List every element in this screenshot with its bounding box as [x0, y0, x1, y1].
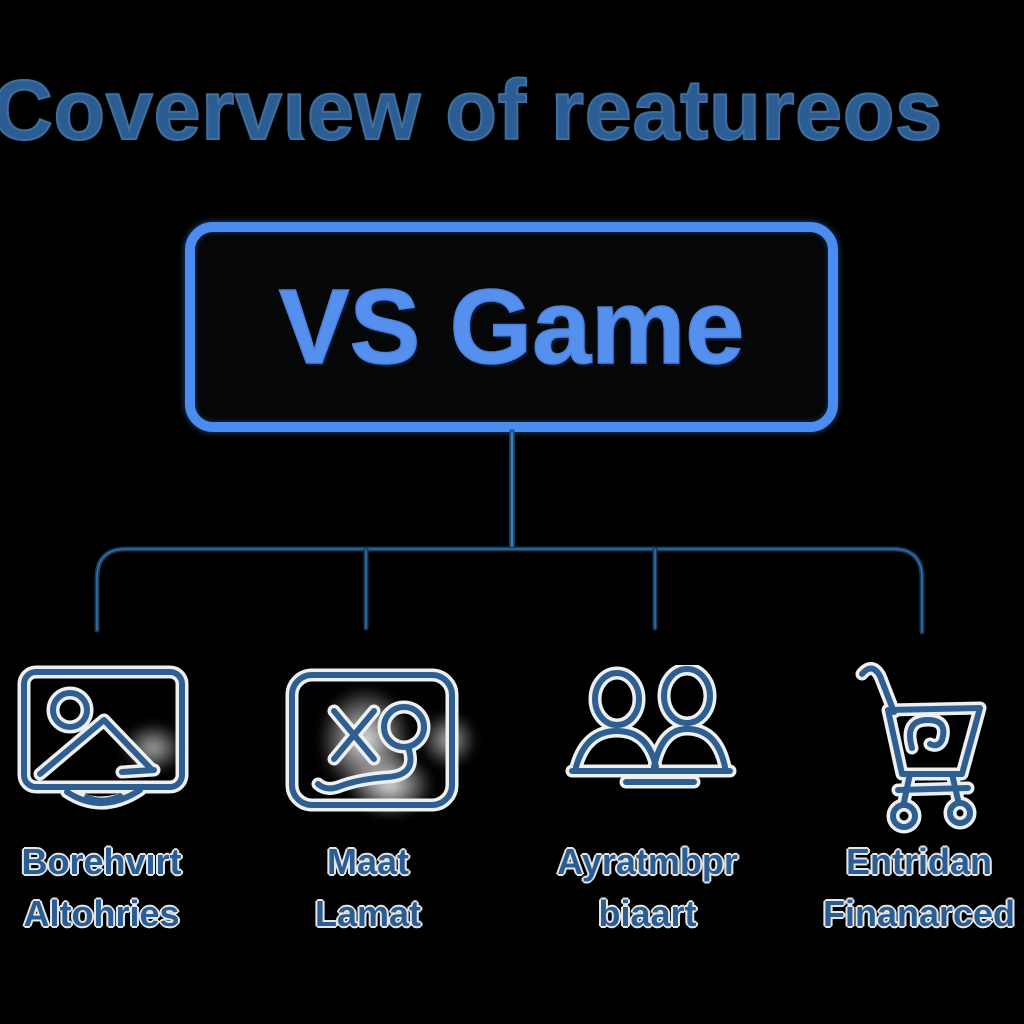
branch-label-1-line2: Altohries — [23, 893, 180, 934]
game-board-xo-icon — [285, 668, 459, 812]
branch-label-3-line1: Ayratmbpr — [557, 841, 738, 882]
root-node-box: VS Game — [185, 222, 838, 432]
page-title: Covervιew of reatureos — [0, 62, 944, 158]
branch-label-4-line1: Entridan — [845, 841, 992, 882]
branch-label-1-line1: Borehvırt — [21, 841, 182, 882]
shopping-cart-icon — [855, 662, 987, 834]
branch-label-2: Maat Lamat — [268, 836, 468, 940]
branch-label-1: Borehvırt Altohries — [0, 836, 209, 940]
root-node-label: VS Game — [278, 267, 745, 387]
branch-label-3: Ayratmbpr biaart — [540, 836, 755, 940]
users-icon — [565, 665, 737, 789]
branch-label-4-line2: Finanarced — [822, 893, 1016, 934]
branch-label-2-line2: Lamat — [314, 893, 422, 934]
branch-label-4: Entridan Finanarced — [810, 836, 1024, 940]
picture-icon — [17, 665, 189, 810]
branch-label-3-line2: biaart — [598, 893, 697, 934]
branch-label-2-line1: Maat — [326, 841, 410, 882]
